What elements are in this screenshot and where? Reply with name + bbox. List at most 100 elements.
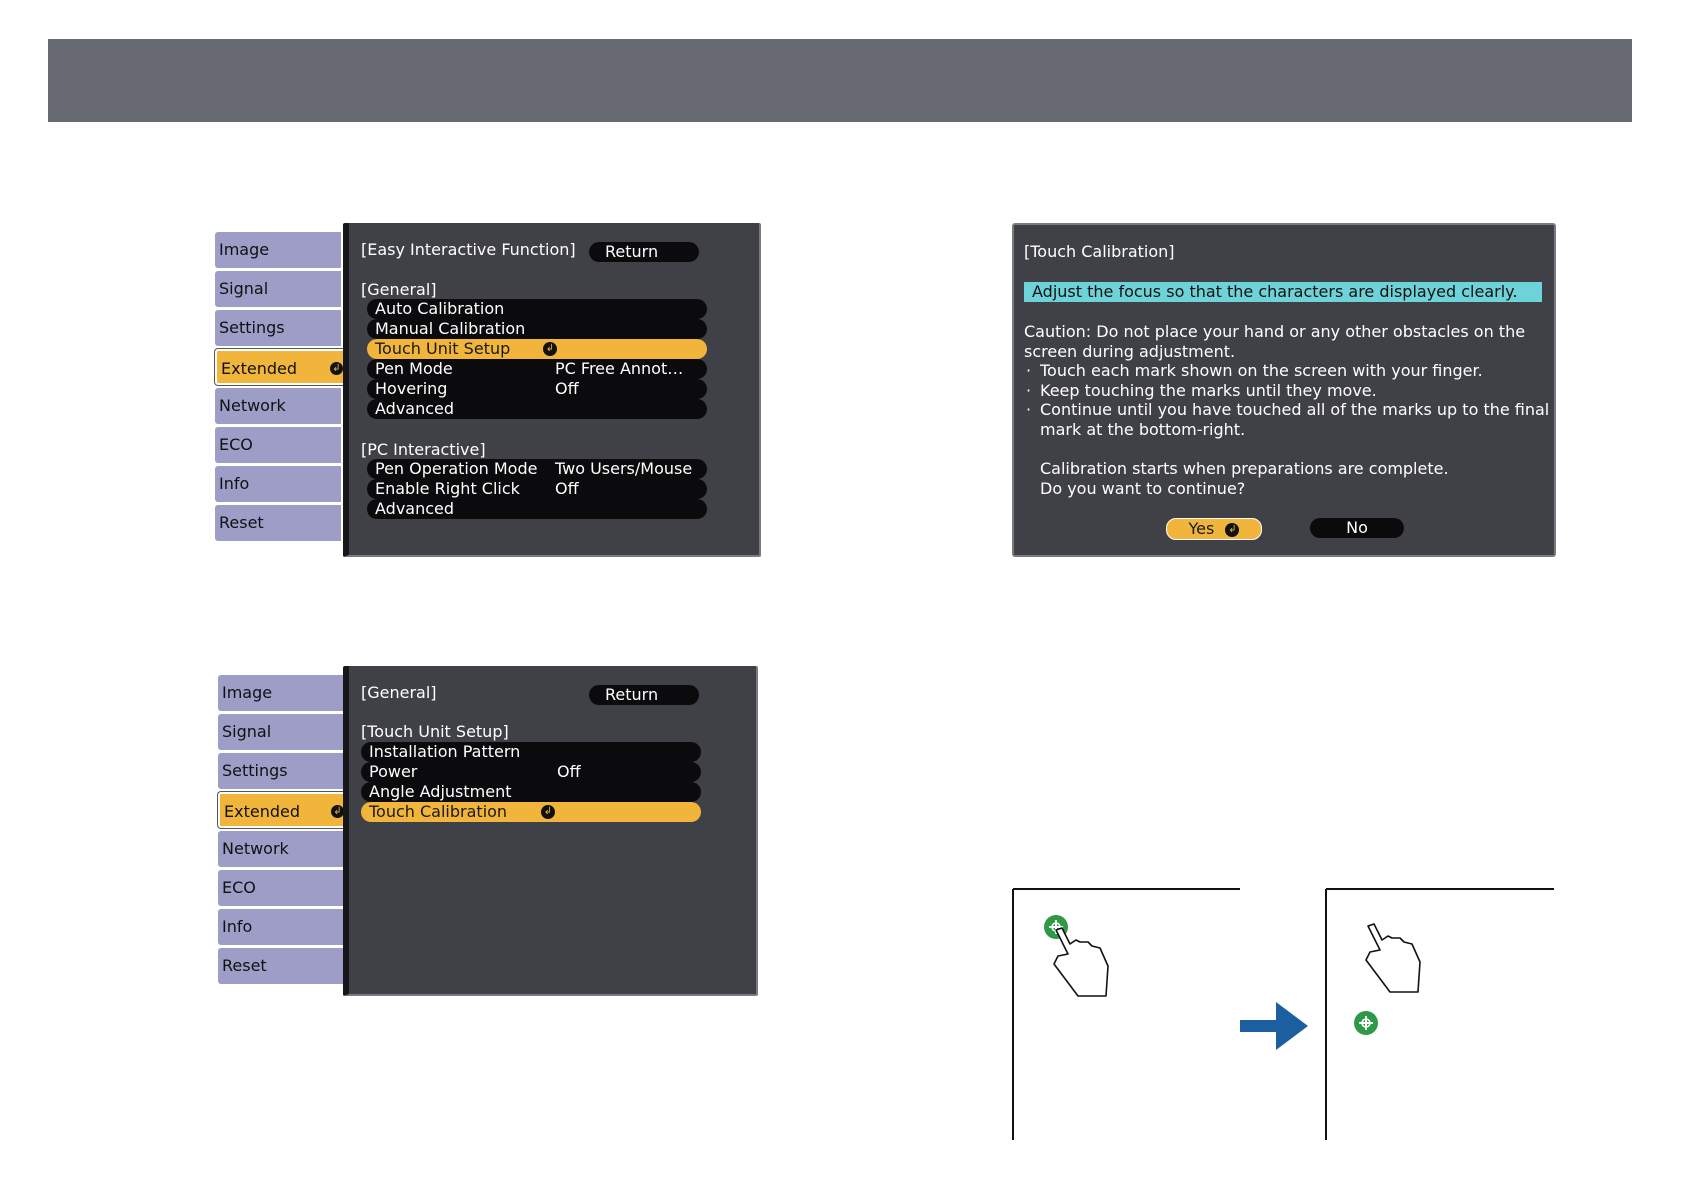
row-label: Auto Calibration [375,299,505,318]
row-value: Off [555,479,579,498]
menu-row-touch-calibration[interactable]: Touch Calibration ↲ [361,802,701,822]
row-label: Touch Unit Setup [375,339,511,358]
tab-label: Settings [222,761,288,780]
menu-row-advanced[interactable]: Advanced [367,399,707,419]
row-value: Off [555,379,579,398]
tab-label: Settings [219,318,285,337]
row-label: Enable Right Click [375,479,520,498]
menu-row-enable-right-click[interactable]: Enable Right Click Off [367,479,707,499]
tab-network[interactable]: Network [218,831,344,867]
menu-title: [General] [361,683,437,702]
touch-unit-setup-menu: Image Signal Settings Extended↲ Network … [218,666,764,1009]
info-line-2: Do you want to continue? [1040,479,1246,498]
calibration-illustration [1012,888,1554,1140]
menu-row-installation-pattern[interactable]: Installation Pattern [361,742,701,762]
row-label: Power [369,762,418,781]
tab-eco[interactable]: ECO [218,870,344,906]
menu-row-touch-unit-setup[interactable]: Touch Unit Setup ↲ [367,339,707,359]
header-bar [48,39,1632,122]
return-button[interactable]: Return [589,242,699,262]
tab-label: Image [219,240,270,259]
row-label: Manual Calibration [375,319,526,338]
tab-label: ECO [219,435,253,454]
focus-instruction: Adjust the focus so that the characters … [1024,282,1542,302]
tab-eco[interactable]: ECO [215,427,341,463]
section-header-pc-interactive: [PC Interactive] [361,440,486,459]
tab-label: Signal [219,279,269,298]
bullet-marker: · [1026,381,1032,400]
row-value: PC Free Annot… [555,359,684,378]
caution-line-1: Caution: Do not place your hand or any o… [1024,322,1526,341]
info-line-1: Calibration starts when preparations are… [1040,459,1449,478]
tab-image[interactable]: Image [215,232,341,268]
screen-frame-right [1325,888,1554,1140]
tab-label: Network [219,396,286,415]
row-value: Two Users/Mouse [555,459,693,478]
no-button[interactable]: No [1310,518,1404,538]
bullet-2: Keep touching the marks until they move. [1040,381,1377,400]
section-header-general: [General] [361,280,437,299]
tab-reset[interactable]: Reset [215,505,341,541]
section-header-touch-unit-setup: [Touch Unit Setup] [361,722,509,741]
enter-icon: ↲ [543,342,557,356]
arrow-right-icon [1240,1002,1308,1050]
tab-network[interactable]: Network [215,388,341,424]
hand-pointer-icon [1053,927,1109,997]
row-label: Hovering [375,379,448,398]
yes-label: Yes [1188,519,1215,538]
tab-label: Extended [221,359,297,378]
tab-label: Info [219,474,250,493]
enter-icon: ↲ [330,362,343,375]
menu-panel: [General] Return [Touch Unit Setup] Inst… [343,666,758,996]
tab-info[interactable]: Info [218,909,344,945]
row-label: Pen Operation Mode [375,459,538,478]
menu-row-pen-operation-mode[interactable]: Pen Operation Mode Two Users/Mouse [367,459,707,479]
touch-calibration-dialog: [Touch Calibration] Adjust the focus so … [1012,223,1556,557]
bullet-3-line-2: mark at the bottom-right. [1040,420,1246,439]
row-value: Off [557,762,581,781]
tab-extended[interactable]: Extended ↲ [215,349,351,385]
tab-extended[interactable]: Extended ↲ [218,792,352,828]
bullet-marker: · [1026,361,1032,380]
tab-settings[interactable]: Settings [215,310,341,346]
tab-settings[interactable]: Settings [218,753,344,789]
screen-frame-left [1012,888,1240,1140]
row-label: Touch Calibration [369,802,508,821]
calibration-mark-icon [1354,1011,1378,1035]
tab-label: ECO [222,878,256,897]
row-label: Angle Adjustment [369,782,512,801]
return-button[interactable]: Return [589,685,699,705]
tab-signal[interactable]: Signal [215,271,341,307]
menu-row-advanced-pc[interactable]: Advanced [367,499,707,519]
tab-signal[interactable]: Signal [218,714,344,750]
tab-label: Reset [222,956,267,975]
tab-reset[interactable]: Reset [218,948,344,984]
menu-row-hovering[interactable]: Hovering Off [367,379,707,399]
menu-title: [Easy Interactive Function] [361,240,576,259]
menu-panel: [Easy Interactive Function] Return [Gene… [343,223,761,557]
tab-label: Extended [224,802,300,821]
enter-icon: ↲ [1225,522,1240,537]
caution-line-2: screen during adjustment. [1024,342,1236,361]
enter-icon: ↲ [541,805,555,819]
menu-row-angle-adjustment[interactable]: Angle Adjustment [361,782,701,802]
yes-button[interactable]: Yes ↲ [1166,518,1262,540]
hand-pointer-icon [1365,923,1421,993]
bullet-1: Touch each mark shown on the screen with… [1040,361,1483,380]
tab-label: Image [222,683,273,702]
row-label: Pen Mode [375,359,453,378]
bullet-3-line-1: Continue until you have touched all of t… [1040,400,1550,419]
row-label: Advanced [375,499,455,518]
enter-icon: ↲ [331,805,344,818]
menu-row-power[interactable]: Power Off [361,762,701,782]
easy-interactive-menu: Image Signal Settings Extended↲ Network … [215,223,761,566]
tab-info[interactable]: Info [215,466,341,502]
menu-row-manual-calibration[interactable]: Manual Calibration [367,319,707,339]
tab-label: Signal [222,722,272,741]
bullet-marker: · [1026,400,1032,419]
tab-label: Reset [219,513,264,532]
menu-row-auto-calibration[interactable]: Auto Calibration [367,299,707,319]
tab-label: Network [222,839,289,858]
tab-image[interactable]: Image [218,675,344,711]
menu-row-pen-mode[interactable]: Pen Mode PC Free Annot… [367,359,707,379]
